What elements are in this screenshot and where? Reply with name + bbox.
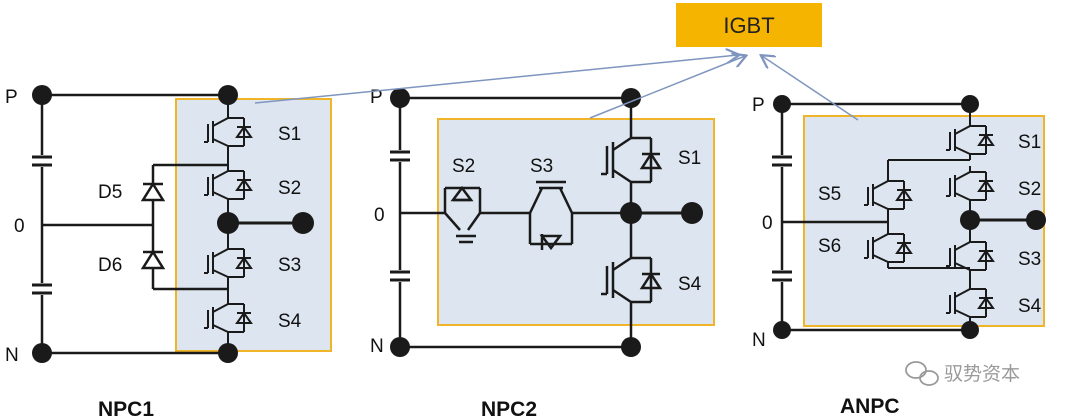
- npc1-n-terminal: [32, 343, 52, 363]
- callout-arrow-npc2: [589, 56, 745, 119]
- npc1-d6-label: D6: [98, 255, 122, 276]
- anpc-circuit: P 0 N S5 S6 S1 S2 S3 S4 ANPC: [752, 95, 1046, 418]
- npc1-p-terminal: [32, 85, 52, 105]
- npc1-output-terminal: [292, 212, 314, 234]
- npc1-d6-diode-symbol: [140, 249, 166, 270]
- npc2-s1-label: S1: [678, 148, 701, 169]
- npc2-n-label: N: [370, 336, 384, 357]
- anpc-title: ANPC: [840, 395, 900, 418]
- callout-arrow-npc1: [254, 55, 738, 104]
- anpc-zero-label: 0: [762, 213, 773, 234]
- npc1-s1-label: S1: [278, 124, 301, 145]
- npc1-d5-label: D5: [98, 182, 122, 203]
- npc2-p-label: P: [370, 87, 383, 108]
- npc2-module-box: [437, 118, 715, 326]
- anpc-s6-label: S6: [818, 236, 841, 257]
- npc2-zero-label: 0: [374, 205, 385, 226]
- anpc-s3-label: S3: [1018, 249, 1041, 270]
- npc2-s2-label: S2: [452, 156, 475, 177]
- igbt-label-box: [676, 3, 822, 47]
- anpc-output-terminal: [1026, 210, 1046, 230]
- npc1-n-label: N: [5, 345, 19, 366]
- watermark-text: 驭势资本: [944, 363, 1020, 385]
- anpc-s1-label: S1: [1018, 132, 1041, 153]
- anpc-s4-label: S4: [1018, 296, 1042, 317]
- wechat-icon: [905, 361, 939, 386]
- anpc-n-label: N: [752, 330, 766, 351]
- npc2-n-terminal: [390, 337, 410, 357]
- callout-arrow-anpc: [762, 56, 859, 121]
- npc1-circuit: P 0 N D5 D6 S1 S2 S3 S4 NPC1: [5, 85, 332, 419]
- npc2-title: NPC2: [481, 398, 537, 419]
- npc1-d5-diode-symbol: [140, 181, 166, 202]
- anpc-p-terminal: [773, 95, 791, 113]
- npc2-output-terminal: [681, 202, 703, 224]
- npc2-s3-igbt-symbol: [528, 180, 574, 251]
- npc2-s3-label: S3: [530, 156, 553, 177]
- npc2-s4-label: S4: [678, 274, 702, 295]
- watermark: 驭势资本: [905, 361, 1020, 386]
- npc1-s2-label: S2: [278, 178, 301, 199]
- igbt-callout: IGBT: [254, 3, 859, 121]
- npc2-circuit: P 0 N S2 S3 S1 S4 NPC2: [370, 87, 715, 419]
- anpc-s2-label: S2: [1018, 179, 1041, 200]
- anpc-n-terminal: [773, 321, 791, 339]
- npc1-s4-label: S4: [278, 311, 302, 332]
- npc1-s3-label: S3: [278, 255, 301, 276]
- npc1-title: NPC1: [98, 398, 154, 419]
- anpc-p-label: P: [752, 95, 765, 116]
- npc2-s2-igbt-symbol: [443, 185, 482, 244]
- npc1-p-label: P: [5, 87, 18, 108]
- npc1-zero-label: 0: [14, 216, 25, 237]
- igbt-label: IGBT: [723, 13, 774, 38]
- anpc-s5-label: S5: [818, 184, 841, 205]
- npc2-p-terminal: [390, 88, 410, 108]
